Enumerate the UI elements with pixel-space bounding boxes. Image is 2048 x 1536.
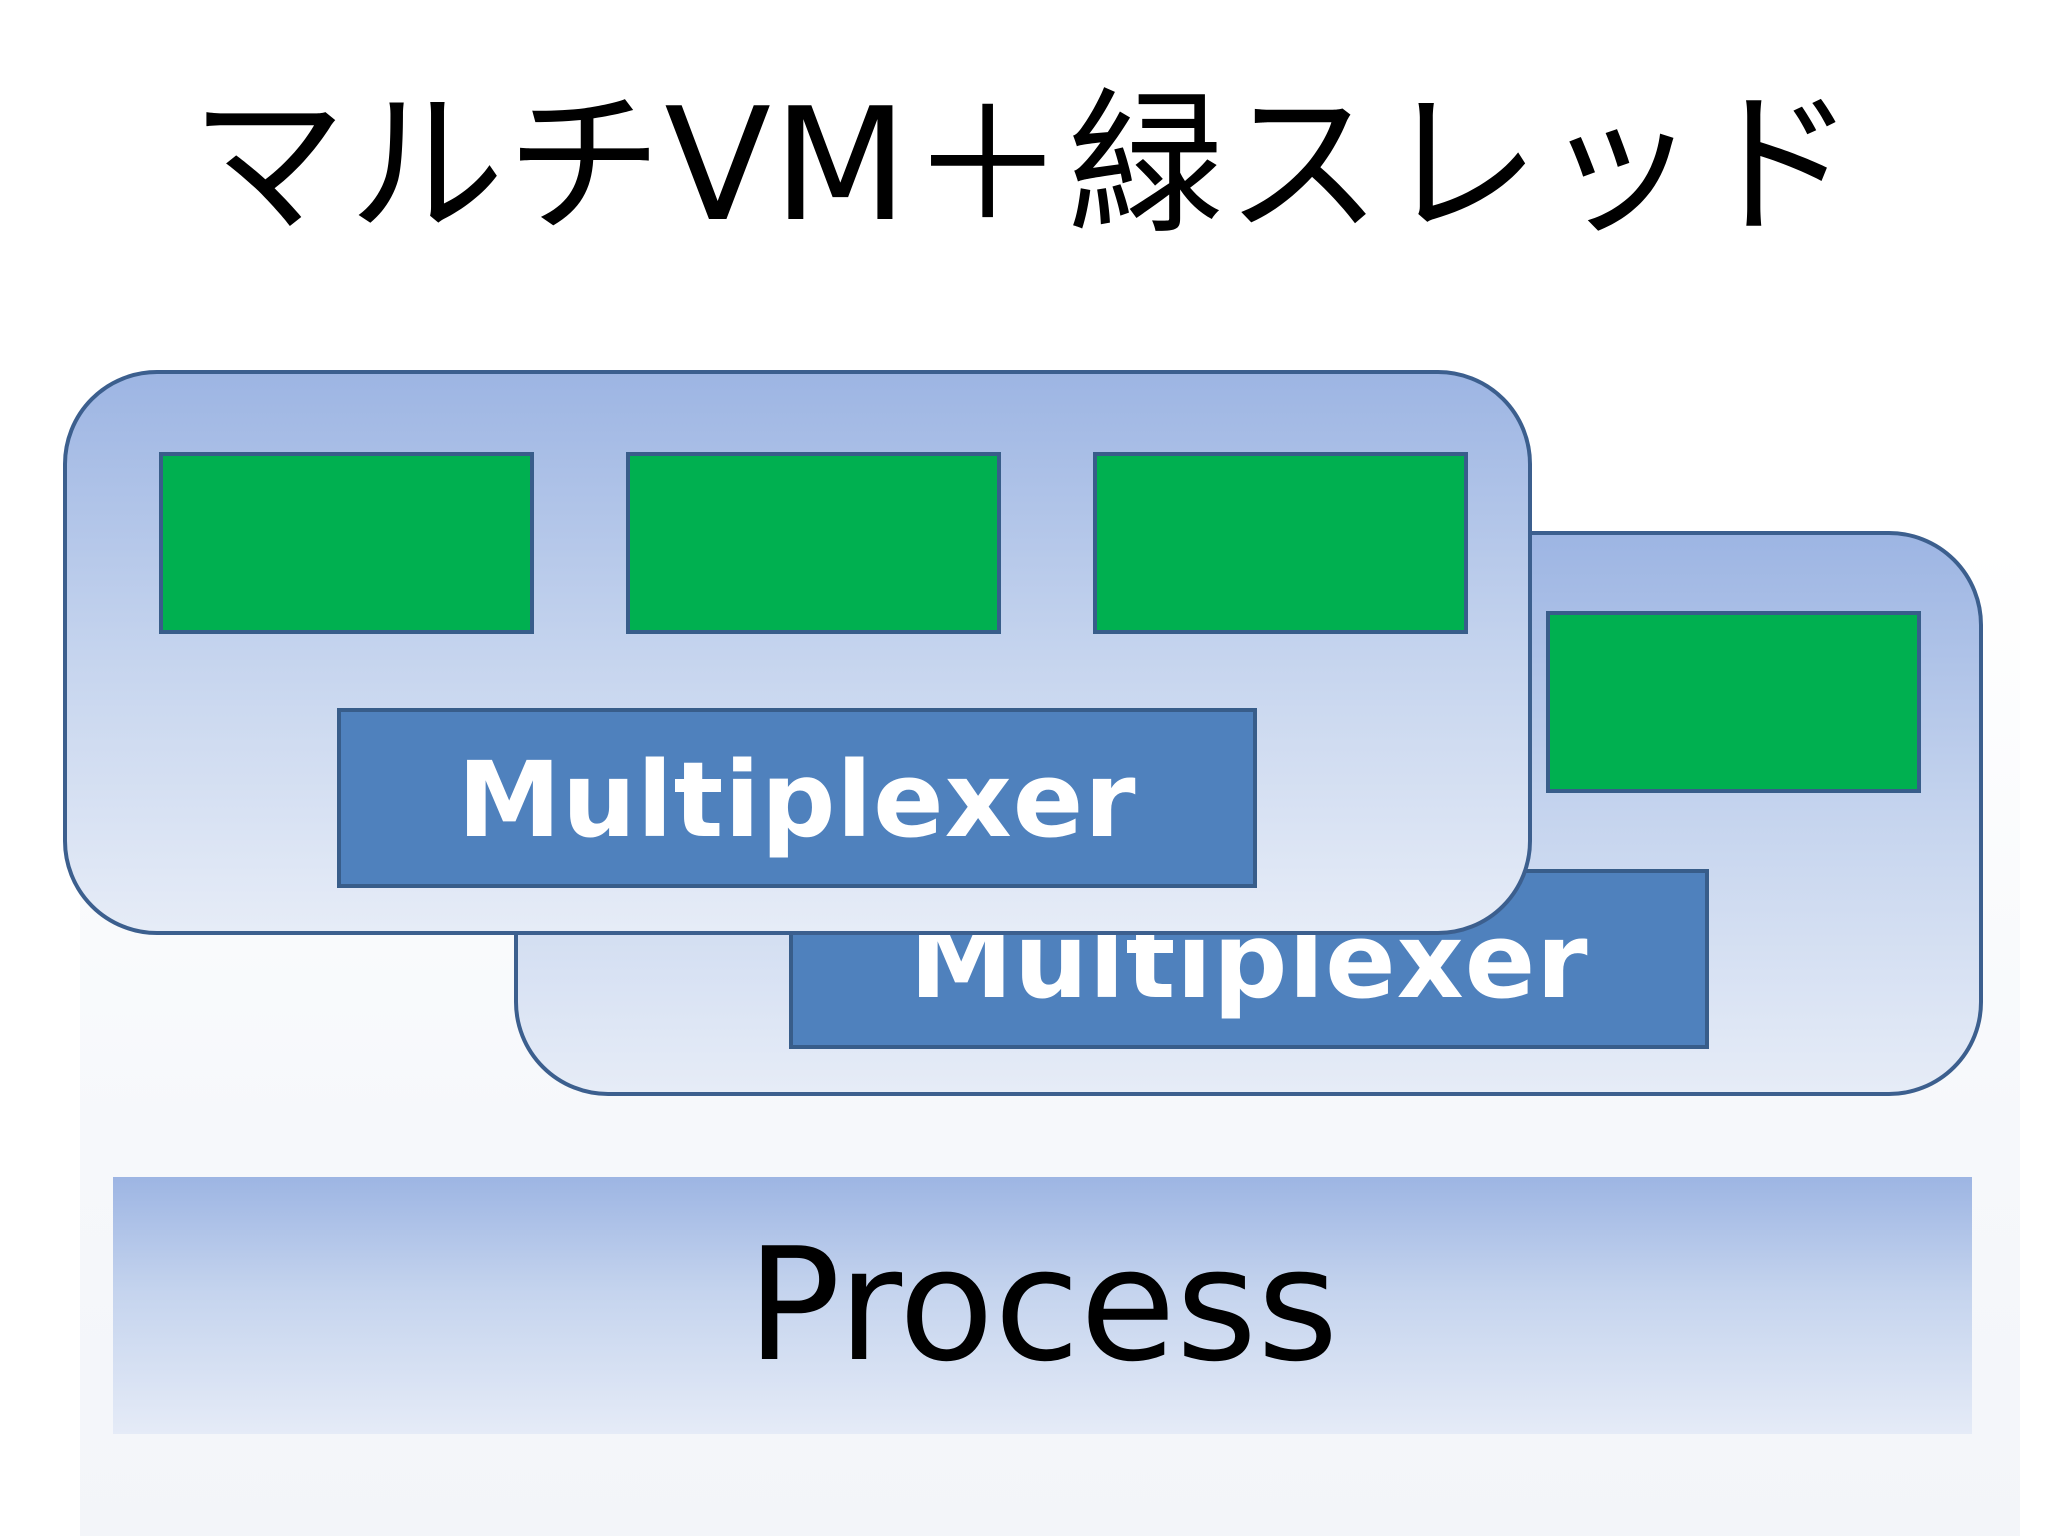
green-thread-block (626, 452, 1001, 634)
slide-title: マルチVM＋緑スレッド (190, 74, 1858, 256)
vm-box-front: Multiplexer (63, 370, 1532, 935)
multiplexer-label: Multiplexer (457, 739, 1137, 861)
green-thread-block (1546, 611, 1921, 793)
multiplexer-box-front: Multiplexer (337, 708, 1257, 888)
process-bar: Process (113, 1177, 1972, 1434)
green-thread-block (1093, 452, 1468, 634)
process-label: Process (746, 1214, 1339, 1396)
green-thread-block (159, 452, 534, 634)
